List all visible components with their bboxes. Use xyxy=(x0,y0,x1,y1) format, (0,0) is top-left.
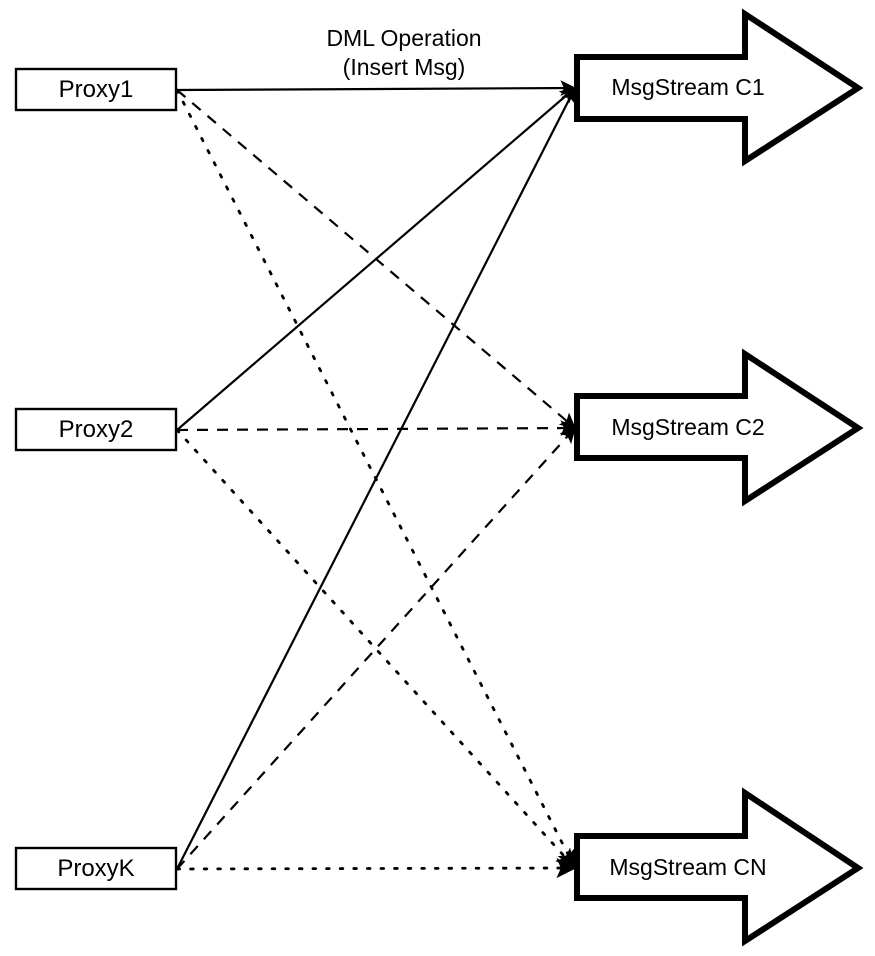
proxy-box-proxy1[interactable]: Proxy1 xyxy=(14,67,178,112)
connection-proxyk-to-cn xyxy=(175,857,577,879)
connection-lines-group xyxy=(175,80,577,879)
msgstream-arrow-label-msgstream-c1: MsgStream C1 xyxy=(611,74,764,100)
proxy-box-proxy2[interactable]: Proxy2 xyxy=(14,407,178,452)
proxy-box-label-proxyk: ProxyK xyxy=(57,855,134,882)
connection-proxyk-to-c1 xyxy=(176,86,576,870)
msgstream-arrow-shape-msgstream-c1 xyxy=(574,8,864,167)
msgstream-arrow-msgstream-c2[interactable]: MsgStream C2 xyxy=(574,348,864,507)
connection-proxy1-to-c1 xyxy=(176,80,577,96)
proxy-box-proxyk[interactable]: ProxyK xyxy=(14,846,178,891)
connection-proxy2-to-c2 xyxy=(176,420,577,436)
proxy-box-label-proxy1: Proxy1 xyxy=(59,76,134,103)
msgstream-arrow-shape-msgstream-c2 xyxy=(574,348,864,507)
dml-operation-label-line1: DML Operation xyxy=(326,25,481,51)
dml-operation-label: DML Operation (Insert Msg) xyxy=(326,25,481,80)
msgstream-arrow-msgstream-cn[interactable]: MsgStream CN xyxy=(574,787,864,947)
msgstream-arrows-group: MsgStream C1 MsgStream C2 MsgStream CN xyxy=(574,8,864,947)
dml-operation-label-line2: (Insert Msg) xyxy=(343,54,466,80)
msgstream-arrow-shape-msgstream-cn xyxy=(574,787,864,947)
connection-proxy2-to-cn xyxy=(175,428,577,870)
msgstream-arrow-label-msgstream-cn: MsgStream CN xyxy=(609,854,766,880)
proxy-box-label-proxy2: Proxy2 xyxy=(59,416,134,443)
proxy-box-outline-proxy2 xyxy=(14,407,178,452)
proxy-box-outline-proxy1 xyxy=(14,67,178,112)
msgstream-arrow-label-msgstream-c2: MsgStream C2 xyxy=(611,414,764,440)
proxy-box-outline-proxyk xyxy=(14,846,178,891)
connection-proxy2-to-c1 xyxy=(176,87,576,431)
msgstream-arrow-msgstream-c1[interactable]: MsgStream C1 xyxy=(574,8,864,167)
